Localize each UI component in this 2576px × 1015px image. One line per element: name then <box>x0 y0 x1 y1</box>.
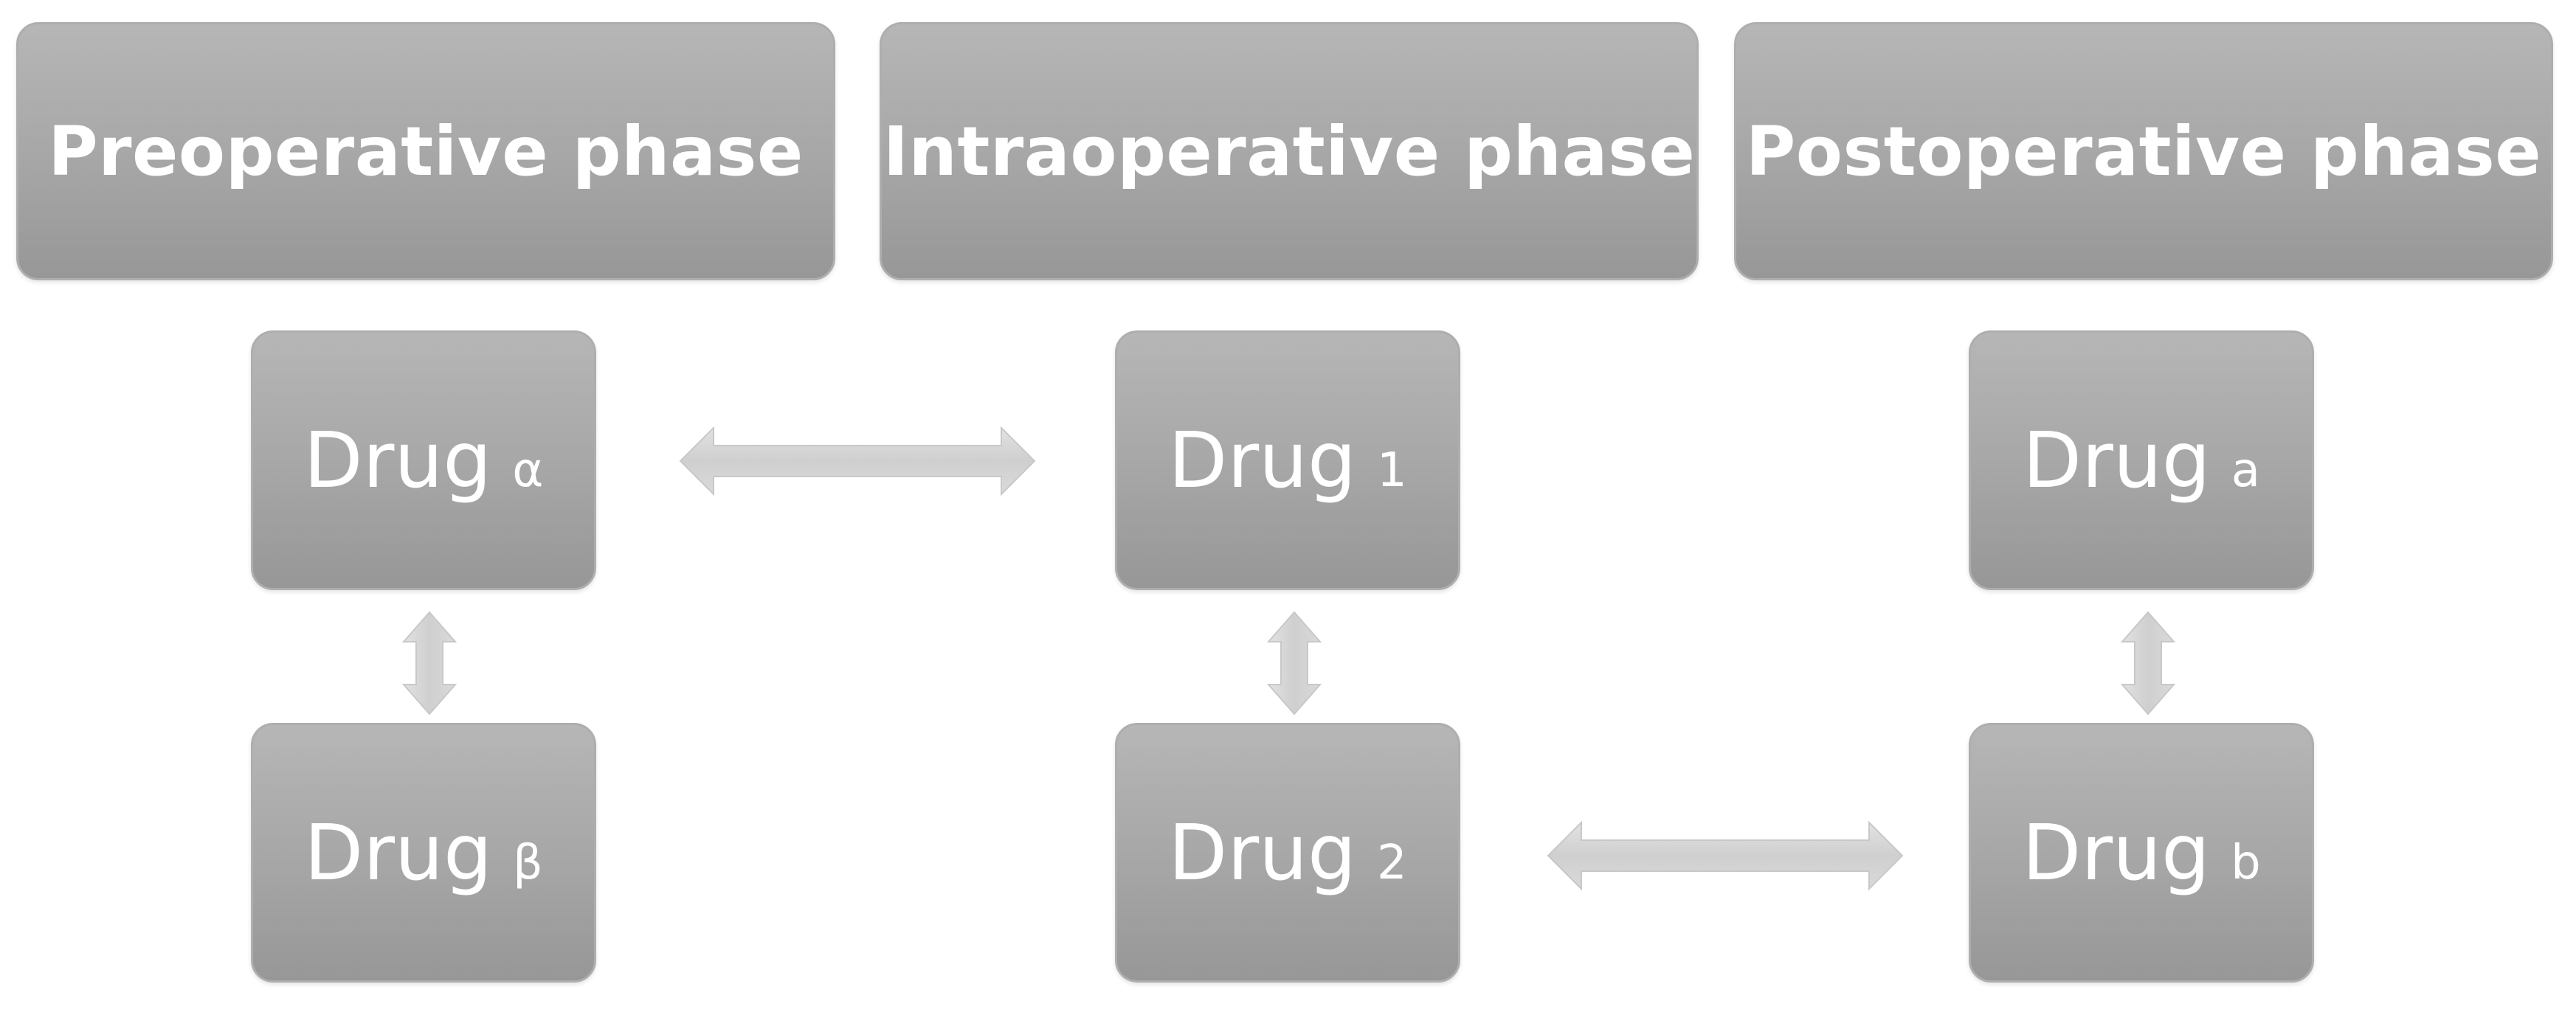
drug-label-1: Drug <box>1168 415 1357 505</box>
phase-label-preoperative: Preoperative phase <box>48 111 804 191</box>
drug-box-2: Drug 2 <box>1115 723 1460 983</box>
drug-subscript-1: 1 <box>1377 443 1407 498</box>
double-arrow-alpha-1 <box>679 426 1036 496</box>
phase-box-preoperative: Preoperative phase <box>16 22 835 280</box>
drug-subscript-b: b <box>2231 836 2261 890</box>
drug-subscript-a: a <box>2231 443 2260 498</box>
phase-label-intraoperative: Intraoperative phase <box>883 111 1696 191</box>
phase-box-intraoperative: Intraoperative phase <box>880 22 1699 280</box>
phase-box-postoperative: Postoperative phase <box>1734 22 2553 280</box>
drug-subscript-beta: β <box>512 836 543 890</box>
drug-label-2: Drug <box>1168 808 1357 898</box>
double-arrow-alpha-beta <box>401 611 457 716</box>
drug-subscript-2: 2 <box>1377 836 1407 890</box>
drug-label-a: Drug <box>2023 415 2211 505</box>
phase-label-postoperative: Postoperative phase <box>1745 111 2542 191</box>
double-arrow-2-b <box>1547 820 1904 891</box>
drug-label-beta: Drug <box>304 808 492 898</box>
double-arrow-1-2 <box>1266 611 1322 716</box>
drug-label-alpha: Drug <box>303 415 492 505</box>
drug-subscript-alpha: α <box>512 443 544 498</box>
double-arrow-a-b <box>2120 611 2176 716</box>
drug-box-1: Drug 1 <box>1115 330 1460 590</box>
drug-label-b: Drug <box>2022 808 2211 898</box>
